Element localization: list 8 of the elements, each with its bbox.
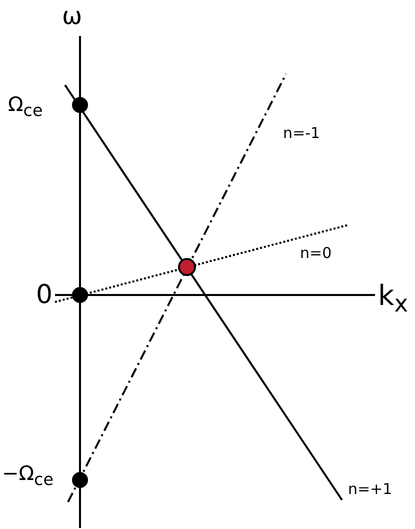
line-label: n=-1: [283, 126, 320, 141]
tick-label: 0: [36, 282, 53, 308]
axis-label: k$_{x}$: [378, 282, 408, 316]
line-label: n=0: [300, 246, 332, 261]
tick-label: Ω$_{ce}$: [8, 94, 43, 120]
line-label: n=+1: [348, 482, 392, 497]
tick-label: −Ω$_{ce}$: [2, 463, 54, 489]
axis-label: ω: [62, 4, 82, 28]
